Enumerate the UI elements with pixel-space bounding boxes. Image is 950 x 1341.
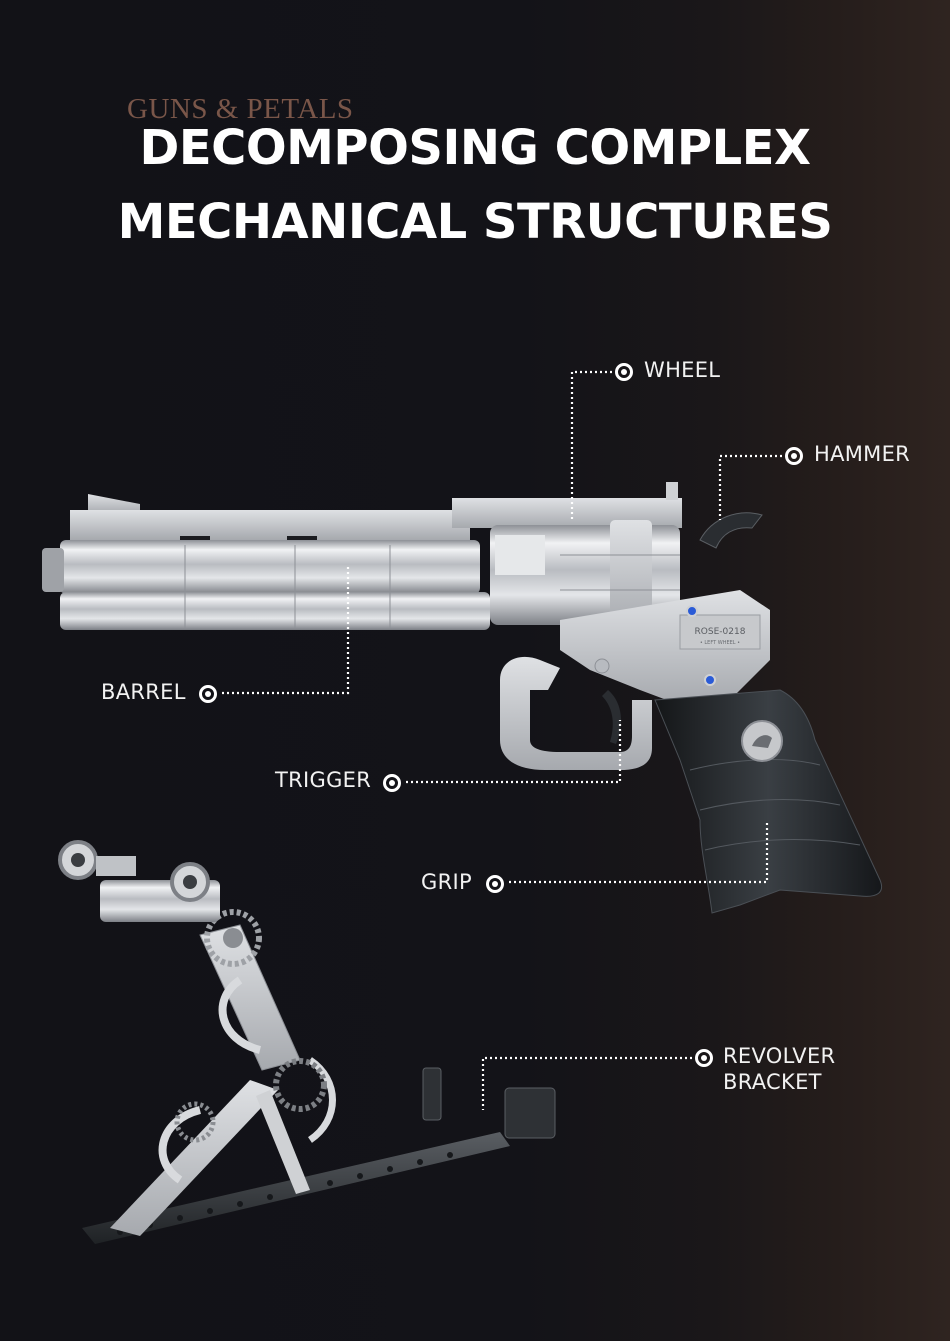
revolver-model: ROSE-0218 • LEFT WHEEL • (42, 482, 883, 914)
hammer (699, 512, 763, 549)
model-plate-text: ROSE-0218 (695, 627, 746, 637)
leader-barrel (222, 567, 350, 695)
front-sight (88, 494, 140, 514)
callout-label-grip: GRIP (421, 870, 472, 894)
barrel (60, 540, 480, 594)
model-plate (679, 614, 761, 650)
leader-trigger (406, 720, 622, 784)
target-dot-icon (695, 1049, 713, 1067)
frame-screw-lower (704, 674, 716, 686)
trigger-guard (500, 656, 652, 770)
trigger (602, 690, 622, 744)
ejector-housing (60, 592, 490, 630)
callout-label-bracket-line2: BRACKET (723, 1070, 822, 1094)
callout-label-hammer: HAMMER (814, 442, 911, 466)
leader-hammer (718, 454, 782, 520)
frame-screw-upper (686, 605, 698, 617)
bracket-end-block (504, 1087, 556, 1139)
callout-label-trigger: TRIGGER (275, 768, 372, 792)
bracket-gear-mid (273, 1058, 327, 1112)
page-title-line-1: DECOMPOSING COMPLEX (139, 120, 811, 176)
target-dot-icon (199, 685, 217, 703)
callout-leaders (222, 370, 782, 1110)
bracket-rear-post (422, 1067, 442, 1121)
bracket-gear-top (204, 909, 262, 967)
grip (654, 689, 883, 914)
bracket-gear-left (174, 1101, 216, 1143)
leader-wheel (570, 370, 612, 520)
callout-label-bracket-line1: REVOLVER (723, 1044, 836, 1068)
target-dot-icon (486, 875, 504, 893)
callout-label-barrel: BARREL (101, 680, 186, 704)
model-plate-subtext: • LEFT WHEEL • (700, 640, 740, 646)
top-rib (70, 510, 470, 540)
callout-label-wheel: WHEEL (644, 358, 721, 382)
target-dot-icon (615, 363, 633, 381)
revolver-bracket-model (58, 840, 556, 1244)
leader-grip (509, 822, 769, 884)
page-title-line-2: MECHANICAL STRUCTURES (117, 194, 833, 250)
brand-logo-text: GUNS & PETALS (127, 93, 354, 125)
target-dot-icon (383, 774, 401, 792)
target-dot-icon (785, 447, 803, 465)
bracket-strut (110, 1080, 278, 1236)
